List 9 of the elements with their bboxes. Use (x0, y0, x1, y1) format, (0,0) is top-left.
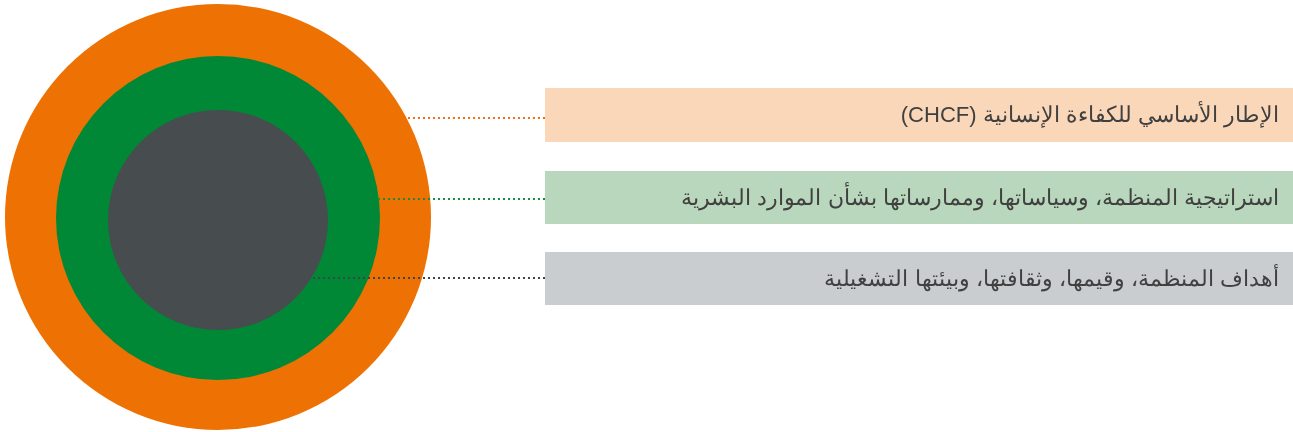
label-text: أهداف المنظمة، وقيمها، وثقافتها، وبيئتها التشغيلية (824, 265, 1279, 292)
label-text: الإطار الأساسي للكفاءة الإنسانية (CHCF) (900, 102, 1279, 128)
label-text: استراتيجية المنظمة، وسياساتها، وممارساتها بشأن الموارد البشرية (681, 184, 1279, 211)
label-band (545, 171, 1293, 224)
label-band (545, 88, 1293, 142)
leader-line (405, 117, 546, 119)
leader-line (377, 198, 546, 200)
label-band (545, 252, 1293, 305)
leader-line (310, 277, 546, 279)
